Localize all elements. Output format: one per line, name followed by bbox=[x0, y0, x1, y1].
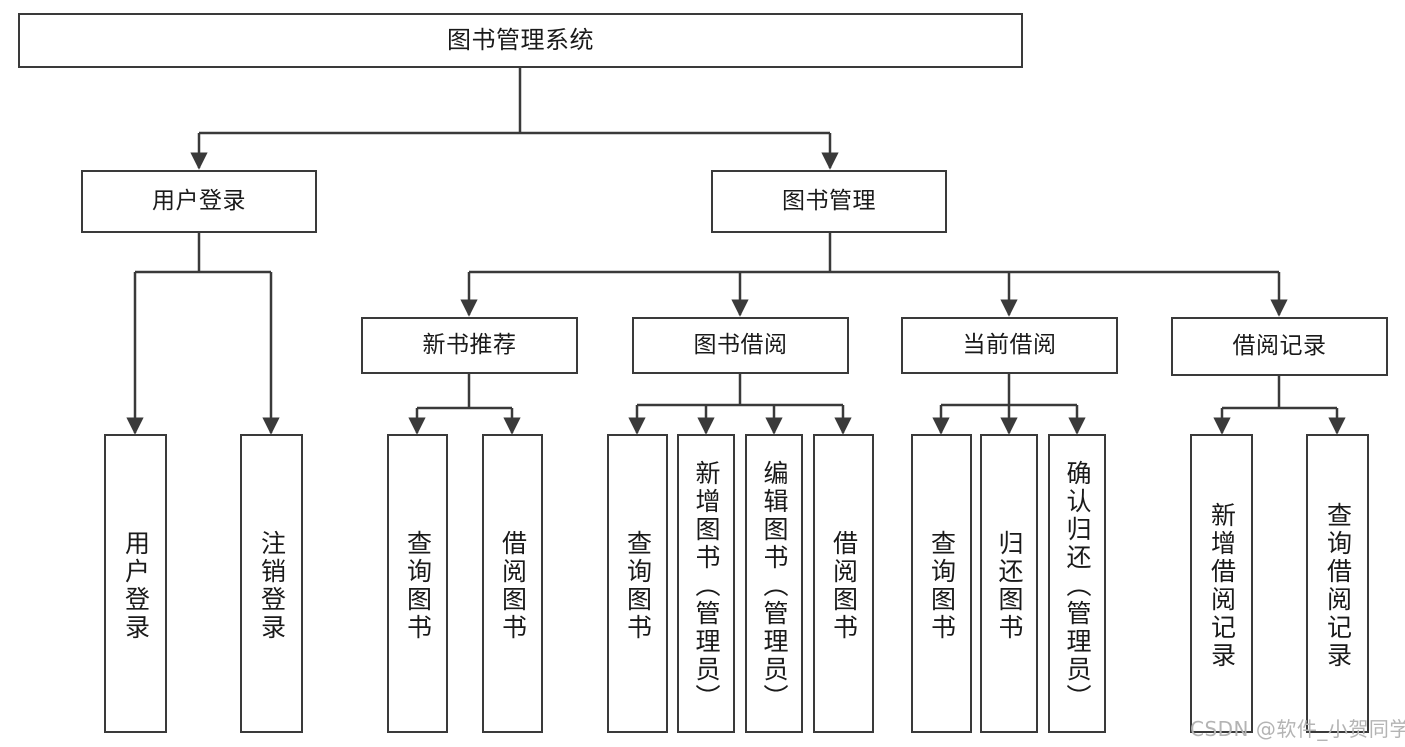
node-new-book-recommend[interactable]: 新书推荐 bbox=[361, 317, 578, 374]
node-label: 新增借阅记录 bbox=[1207, 501, 1237, 670]
leaf-edit-book-admin[interactable]: 编辑图书（管理员） bbox=[745, 434, 803, 733]
node-label: 查询图书 bbox=[623, 529, 653, 642]
leaf-borrow-book[interactable]: 借阅图书 bbox=[813, 434, 874, 733]
node-label: 查询借阅记录 bbox=[1323, 501, 1353, 670]
node-label: 借阅记录 bbox=[1232, 332, 1327, 359]
node-label: 编辑图书（管理员） bbox=[760, 459, 789, 712]
node-label: 借阅图书 bbox=[498, 529, 528, 642]
node-book-borrow[interactable]: 图书借阅 bbox=[632, 317, 849, 374]
node-borrow-record[interactable]: 借阅记录 bbox=[1171, 317, 1388, 376]
node-label: 新书推荐 bbox=[422, 331, 517, 358]
csdn-watermark: CSDN @软件_小贺同学 bbox=[1190, 717, 1405, 741]
leaf-return-book[interactable]: 归还图书 bbox=[980, 434, 1038, 733]
node-user-login[interactable]: 用户登录 bbox=[81, 170, 317, 233]
leaf-confirm-return-admin[interactable]: 确认归还（管理员） bbox=[1048, 434, 1106, 733]
leaf-user-login[interactable]: 用户登录 bbox=[104, 434, 167, 733]
leaf-add-borrow-record[interactable]: 新增借阅记录 bbox=[1190, 434, 1253, 733]
node-label: 借阅图书 bbox=[829, 529, 859, 642]
node-label: 图书管理系统 bbox=[447, 26, 594, 55]
node-label: 新增图书（管理员） bbox=[692, 459, 721, 712]
node-label: 归还图书 bbox=[995, 529, 1024, 642]
node-label: 查询图书 bbox=[927, 529, 957, 642]
node-label: 图书借阅 bbox=[693, 331, 788, 358]
node-label: 确认归还（管理员） bbox=[1063, 459, 1092, 712]
node-current-borrow[interactable]: 当前借阅 bbox=[901, 317, 1118, 374]
node-label: 当前借阅 bbox=[962, 331, 1057, 358]
leaf-logout[interactable]: 注销登录 bbox=[240, 434, 303, 733]
node-label: 注销登录 bbox=[257, 529, 287, 642]
leaf-query-borrow-record[interactable]: 查询借阅记录 bbox=[1306, 434, 1369, 733]
leaf-query-book-borrow[interactable]: 查询图书 bbox=[607, 434, 668, 733]
leaf-borrow-book-recommend[interactable]: 借阅图书 bbox=[482, 434, 543, 733]
leaf-query-book-current[interactable]: 查询图书 bbox=[911, 434, 972, 733]
node-book-management[interactable]: 图书管理 bbox=[711, 170, 947, 233]
node-label: 图书管理 bbox=[782, 187, 876, 214]
node-label: 查询图书 bbox=[403, 529, 433, 642]
node-label: 用户登录 bbox=[121, 529, 151, 642]
leaf-query-book-recommend[interactable]: 查询图书 bbox=[387, 434, 448, 733]
leaf-add-book-admin[interactable]: 新增图书（管理员） bbox=[677, 434, 735, 733]
node-root-system[interactable]: 图书管理系统 bbox=[18, 13, 1023, 68]
node-label: 用户登录 bbox=[152, 187, 246, 214]
